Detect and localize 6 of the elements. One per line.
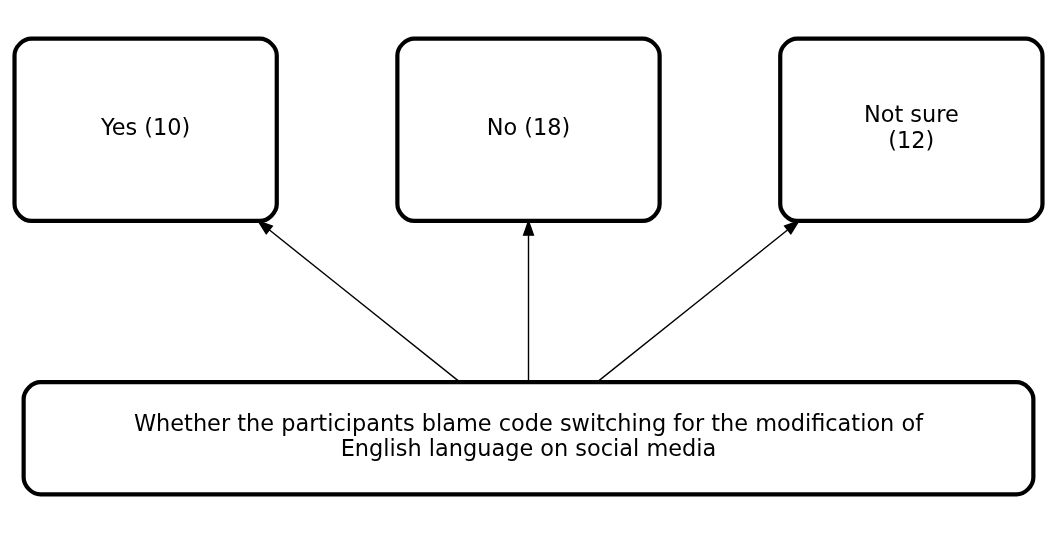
arrow xyxy=(596,219,801,383)
arrow xyxy=(256,219,461,383)
node-box: No (18) xyxy=(395,36,662,224)
node-box: Whether the participants blame code switching for the modification of English language on social media xyxy=(21,380,1036,497)
node-box: Not sure (12) xyxy=(778,36,1045,224)
node-box: Yes (10) xyxy=(12,36,279,224)
